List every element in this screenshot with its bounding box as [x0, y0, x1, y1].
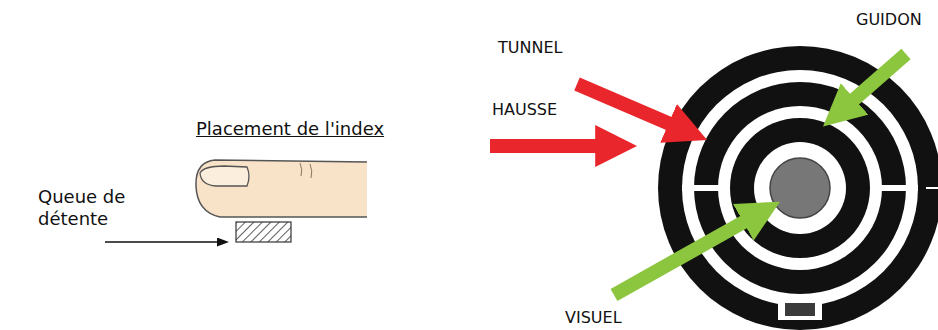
pointer-arrow [842, 54, 906, 110]
pointer-arrow [577, 84, 684, 130]
sight-picture [658, 46, 938, 330]
leader-arrow [105, 241, 226, 243]
part-label: Queue de détente [38, 186, 138, 229]
section-title: Placement de l'index [196, 118, 384, 140]
pointer-arrow [490, 139, 612, 153]
part-label: VISUEL [565, 308, 622, 327]
part-label: GUIDON [856, 10, 922, 29]
index-finger [196, 160, 367, 217]
part-label: HAUSSE [492, 100, 557, 119]
trigger-blade [236, 222, 291, 242]
pointer-arrow [614, 214, 758, 295]
part-label: TUNNEL [498, 38, 562, 57]
